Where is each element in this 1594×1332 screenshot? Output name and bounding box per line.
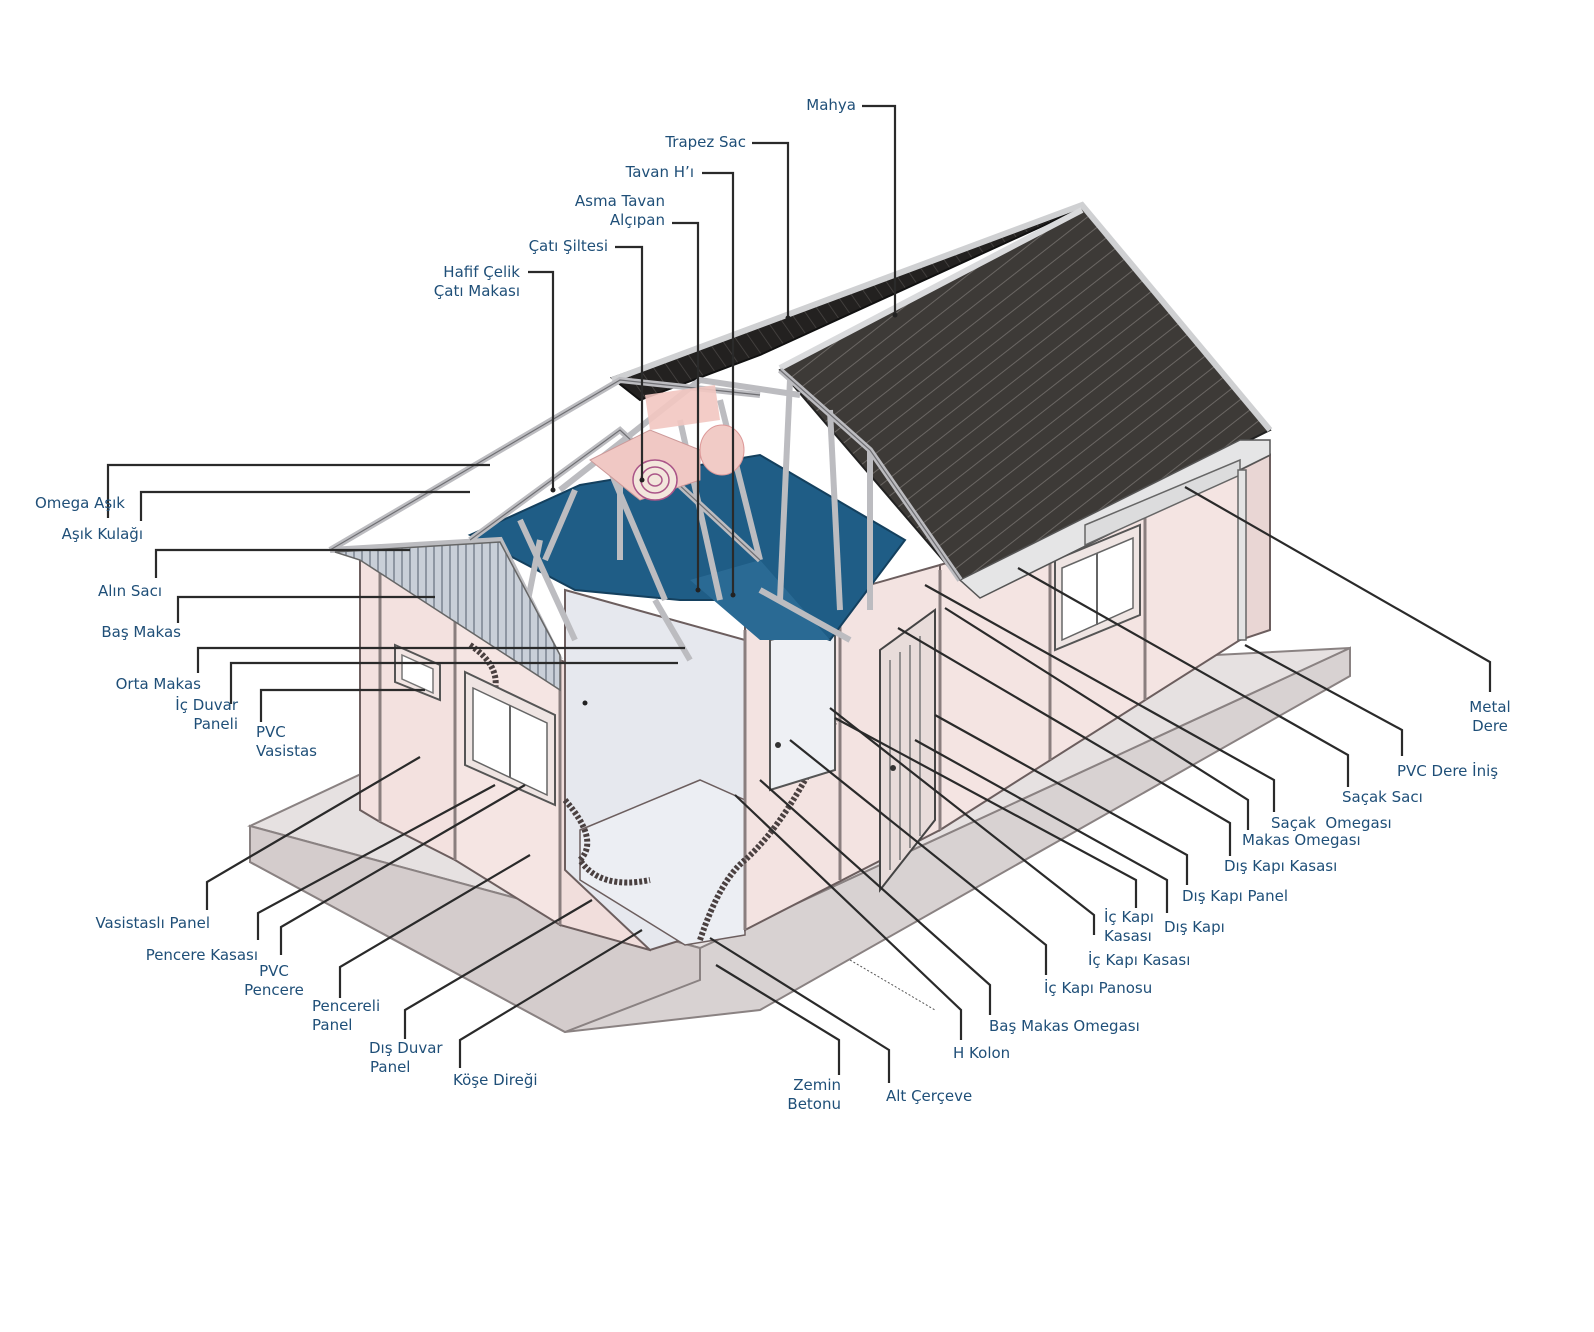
label-ic-kapi-k-line1: İç Kapı [1104, 908, 1154, 926]
label-ic-duvar-line1: İç Duvar [175, 696, 238, 714]
label-zemin-line2: Betonu [787, 1095, 841, 1113]
label-kose-diregi: Köşe Direği [453, 1071, 538, 1089]
label-pvc-pencere: PVC Pencere [230, 962, 318, 1000]
label-omega-asik: Omega Aşık [34, 494, 125, 512]
gable-sheet [334, 541, 561, 692]
label-pencereli-panel-line1: Pencereli [312, 997, 381, 1015]
leader-dots [550, 312, 898, 706]
label-pvc-pencere-line2: Pencere [244, 981, 304, 999]
label-pvc-vasistas: PVC Vasistas [256, 723, 346, 761]
label-trapez-sac: Trapez Sac [665, 133, 746, 151]
label-asma-tavan-line2: Alçıpan [609, 211, 665, 229]
label-pencere-kasasi: Pencere Kasası [145, 946, 258, 964]
label-sacak-saci: Saçak Sacı [1342, 788, 1423, 806]
label-ic-kapi-panosu: İç Kapı Panosu [1044, 979, 1153, 997]
vasistas-window [394, 643, 441, 702]
label-dis-duvar-line2: Panel [370, 1058, 411, 1076]
label-metal-dere-line2: Dere [1472, 717, 1508, 735]
label-metal-dere-line1: Metal [1469, 698, 1511, 716]
label-metal-dere: Metal Dere [1460, 698, 1520, 736]
label-pvc-pencere-line1: PVC [259, 962, 289, 980]
label-dis-kapi: Dış Kapı [1164, 918, 1225, 936]
label-bas-makas-omegasi: Baş Makas Omegası [989, 1017, 1140, 1035]
label-pencereli-panel: Pencereli Panel [312, 997, 402, 1035]
label-pvc-vasistas-line1: PVC [256, 723, 286, 741]
label-dis-duvar-line1: Dış Duvar [369, 1039, 443, 1057]
label-hafif-celik-cati-makasi: Hafif Çelik Çatı Makası [400, 263, 520, 301]
label-ic-duvar-line2: Paneli [193, 715, 238, 733]
h-columns [378, 470, 1242, 930]
label-h-kolon: H Kolon [953, 1044, 1011, 1062]
pvc-window-side [1054, 523, 1141, 652]
label-pvc-dere-inis: PVC Dere İniş [1397, 762, 1499, 780]
leader-lines [106, 104, 1492, 1083]
label-ic-kapi-k-line2: Kasası [1104, 927, 1152, 945]
label-ic-kapi-kasasi: İç Kapı Kasası [1088, 951, 1191, 969]
roof-insulation [589, 385, 745, 501]
label-mahya: Mahya [806, 96, 856, 114]
label-zemin-betonu: Zemin Betonu [760, 1076, 841, 1114]
pvc-window-front [464, 670, 556, 807]
label-asma-tavan: Asma Tavan Alçıpan [540, 192, 665, 230]
exterior-door [879, 608, 936, 893]
exterior-walls [359, 453, 1271, 952]
label-pvc-vasistas-line2: Vasistas [256, 742, 317, 760]
label-pencereli-panel-line2: Panel [312, 1016, 353, 1034]
label-asma-tavan-line1: Asma Tavan [574, 192, 665, 210]
label-makas-omegasi: Makas Omegası [1242, 831, 1361, 849]
label-ic-kapi-kasasi-2: İç Kapı Kasası [1104, 908, 1170, 946]
label-sacak-omegasi: Saçak Omegası [1271, 814, 1392, 832]
label-tavan-h: Tavan H’ı [625, 163, 694, 181]
label-vasistasli-panel: Vasistaslı Panel [95, 914, 210, 932]
interior-door [769, 623, 836, 792]
label-hafif-celik-line1: Hafif Çelik [443, 263, 520, 281]
label-dis-kapi-panel: Dış Kapı Panel [1182, 887, 1288, 905]
label-zemin-line1: Zemin [793, 1076, 841, 1094]
label-alin-saci: Alın Sacı [98, 582, 162, 600]
label-dis-duvar-panel: Dış Duvar Panel [369, 1039, 469, 1077]
label-asik-kulagi: Aşık Kulağı [61, 525, 143, 543]
label-ic-duvar-paneli: İç Duvar Paneli [120, 696, 238, 734]
label-hafif-celik-line2: Çatı Makası [433, 282, 520, 300]
label-alt-cerceve: Alt Çerçeve [886, 1087, 973, 1105]
label-dis-kapi-kasasi: Dış Kapı Kasası [1224, 857, 1338, 875]
label-cati-siltesi: Çatı Şiltesi [528, 237, 608, 255]
label-orta-makas: Orta Makas [115, 675, 201, 693]
label-bas-makas: Baş Makas [101, 623, 181, 641]
